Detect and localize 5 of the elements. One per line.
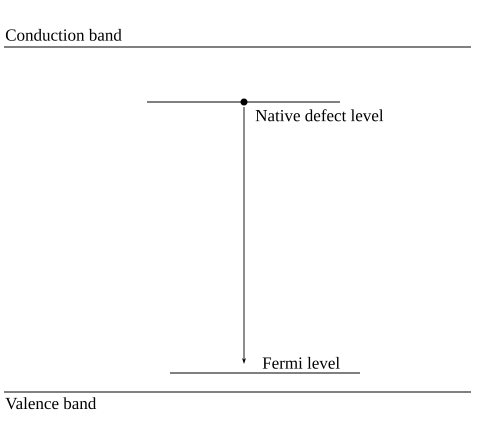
energy-level: Native defect level <box>146 98 384 122</box>
energy-level: Fermi level <box>170 356 360 374</box>
energy-level: Valence band <box>4 392 472 410</box>
energy-level: Conduction band <box>4 28 472 48</box>
node-label: Native defect level <box>256 109 384 122</box>
